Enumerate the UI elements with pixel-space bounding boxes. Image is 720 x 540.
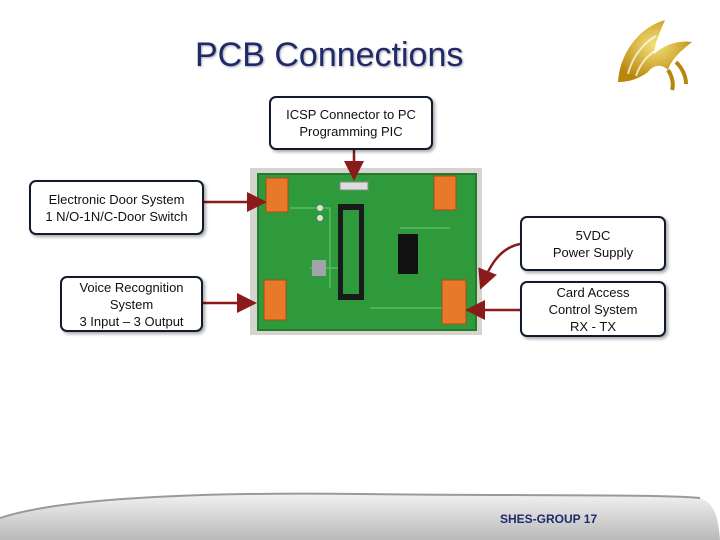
callout-card-access: Card Access Control System RX - TX xyxy=(520,281,666,337)
slide-title: PCB Connections xyxy=(195,36,464,74)
pegasus-logo-icon xyxy=(618,20,692,91)
callout-line: Voice Recognition xyxy=(79,279,184,295)
callout-icsp-connector: ICSP Connector to PC Programming PIC xyxy=(269,96,433,150)
callout-line: System xyxy=(109,296,154,312)
callout-electronic-door: Electronic Door System 1 N/O-1N/C-Door S… xyxy=(29,180,204,235)
callout-line: 3 Input – 3 Output xyxy=(79,313,184,329)
callout-line: Card Access xyxy=(556,284,630,300)
footer-group-label: SHES-GROUP 17 xyxy=(500,512,598,526)
callout-line: Control System xyxy=(548,301,638,317)
callout-line: 1 N/O-1N/C-Door Switch xyxy=(45,208,188,224)
callout-line: 5VDC xyxy=(575,227,611,243)
callout-voice-recognition: Voice Recognition System 3 Input – 3 Out… xyxy=(60,276,203,332)
callout-power-supply: 5VDC Power Supply xyxy=(520,216,666,271)
pcb-board-photo xyxy=(250,168,482,335)
callout-line: Power Supply xyxy=(552,244,634,260)
callout-line: ICSP Connector to PC xyxy=(286,107,416,122)
callout-line: Electronic Door System xyxy=(48,191,185,207)
callout-line: RX - TX xyxy=(570,318,616,334)
arrow-power xyxy=(478,242,521,290)
callout-line: Programming PIC xyxy=(299,124,403,139)
footer-wave xyxy=(0,492,720,540)
